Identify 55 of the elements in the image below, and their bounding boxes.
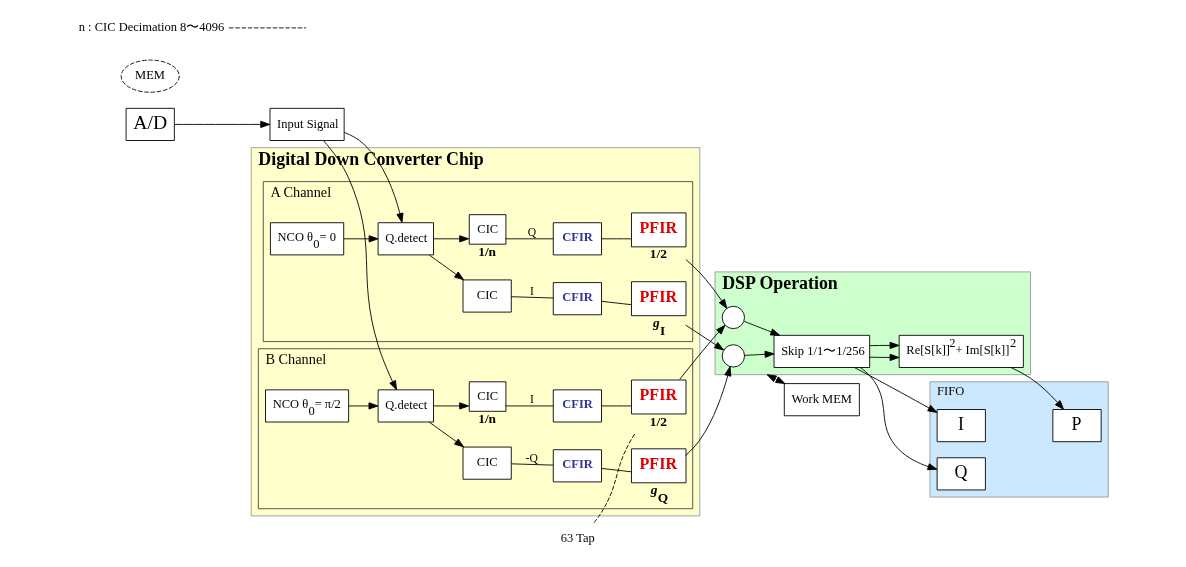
- connector: [504, 405, 553, 407]
- node-ellipse: MEM: [120, 59, 180, 93]
- node-label: 1/n: [477, 410, 496, 426]
- connector: [504, 238, 553, 240]
- arrow: [322, 140, 397, 391]
- connector: [600, 238, 631, 240]
- node-box: Q: [936, 457, 986, 491]
- arrow: [859, 367, 937, 471]
- arrow: [743, 350, 774, 358]
- node-box: P: [1051, 409, 1102, 443]
- node-text: 63 Tap: [560, 531, 595, 546]
- edge-label: I: [529, 392, 534, 406]
- edge-label: -Q: [525, 451, 538, 465]
- arrow: [743, 320, 780, 336]
- connector: [600, 468, 631, 473]
- edge-label: Q: [527, 225, 536, 239]
- node-label: 1/n: [477, 243, 496, 259]
- node-label: 1/2: [649, 413, 667, 429]
- connector: [510, 463, 554, 466]
- node-label: 1/2: [649, 246, 667, 262]
- node-circle: [721, 305, 745, 330]
- node-text: n : CIC Decimation 8〜4096: [78, 20, 224, 35]
- node-box: CFIR: [552, 282, 602, 316]
- connector: [510, 296, 554, 299]
- arrow: [173, 120, 270, 128]
- arrow: [432, 235, 469, 243]
- arrow: [678, 324, 725, 380]
- connector: [600, 405, 631, 407]
- arrow: [853, 367, 937, 413]
- node-box: Q.detect: [377, 222, 434, 256]
- node-box: I: [936, 409, 986, 443]
- arrow: [432, 402, 469, 410]
- arrow: [868, 341, 899, 349]
- node-box: A/D: [125, 107, 175, 141]
- node-box: CFIR: [552, 222, 602, 256]
- node-box: CFIR: [552, 389, 602, 423]
- node-box: Skip 1/1〜1/256: [773, 334, 870, 368]
- node-box: Q.detect: [377, 389, 434, 423]
- arrow: [766, 374, 785, 385]
- connector: [600, 300, 631, 306]
- node-circle: [721, 344, 745, 368]
- node-box: CIC: [462, 446, 512, 480]
- arrow: [342, 235, 378, 243]
- arrow: [343, 131, 403, 223]
- node-box: CFIR: [552, 449, 602, 483]
- node-box: Input Signal: [269, 107, 345, 141]
- node-box: Work MEM: [783, 383, 860, 417]
- edge-label: I: [529, 284, 534, 298]
- arrow: [347, 402, 378, 410]
- arrow: [428, 254, 464, 281]
- arrow: [868, 353, 899, 362]
- node-box: CIC: [462, 279, 512, 313]
- arrow: [684, 324, 724, 351]
- arrow: [428, 421, 464, 448]
- arrow: [1009, 367, 1064, 410]
